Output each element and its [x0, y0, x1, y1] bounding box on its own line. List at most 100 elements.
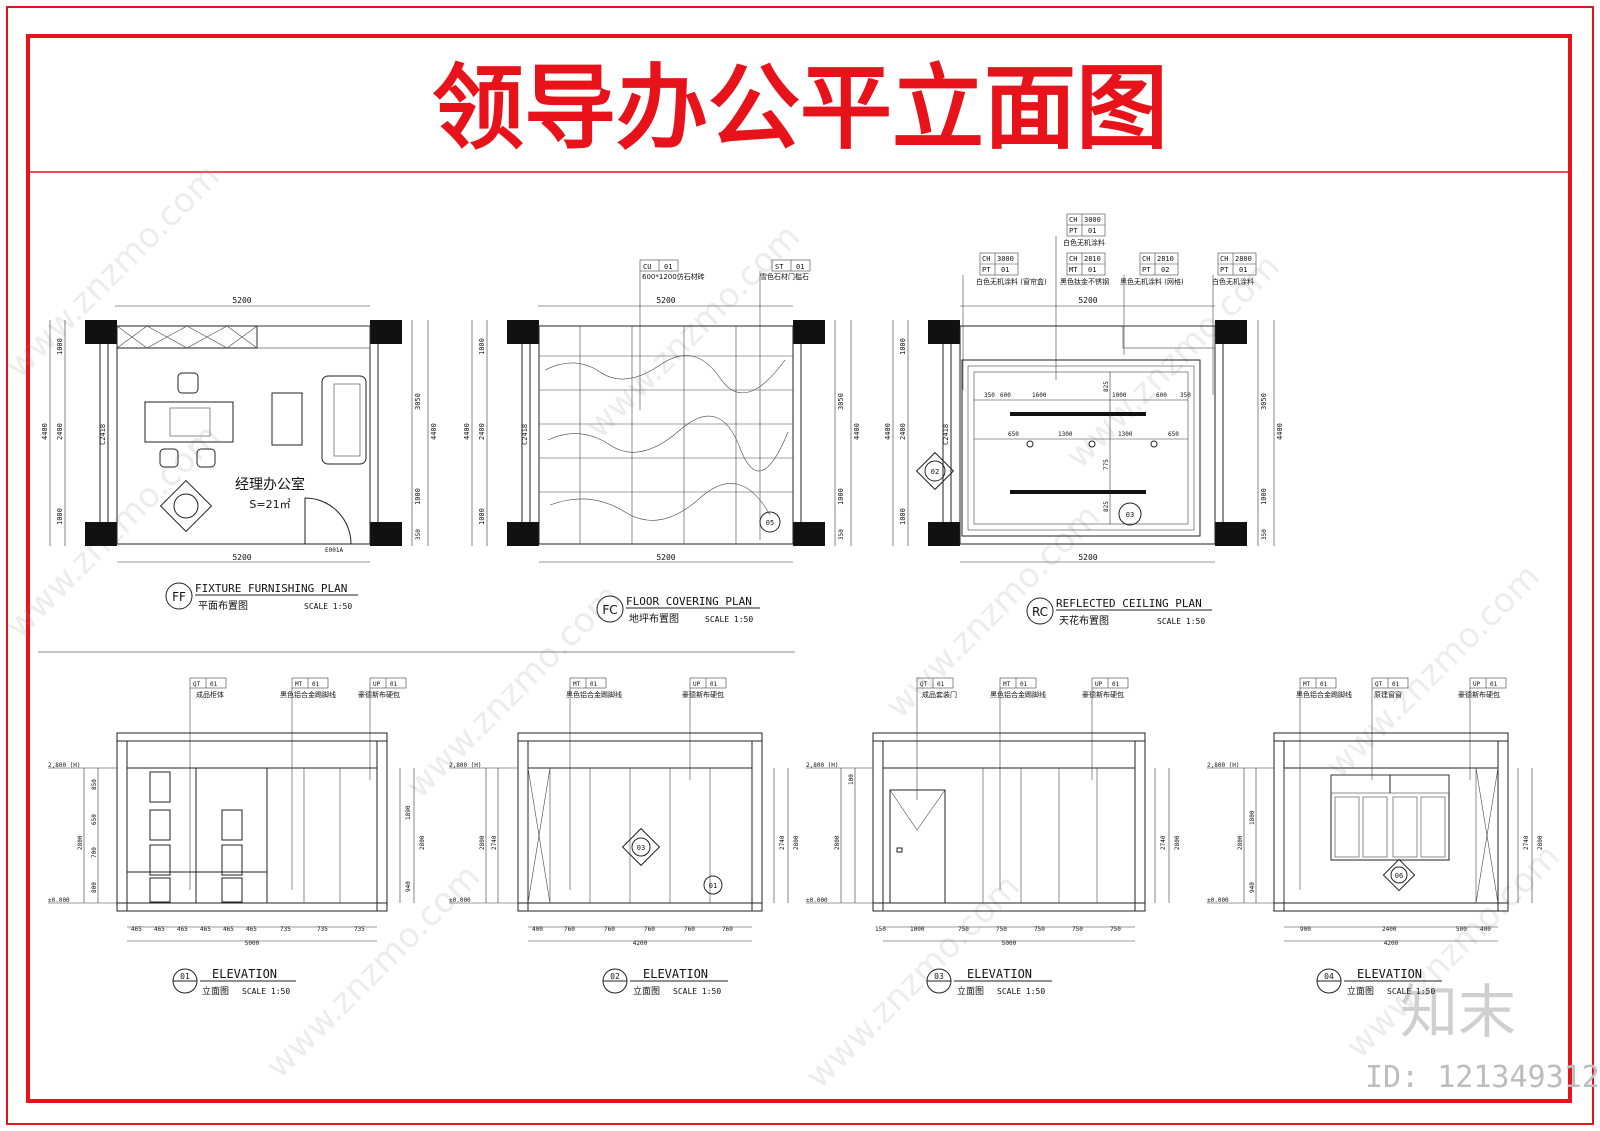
- plan-floor-covering: CU 01 600*1200仿石材砖 ST 01 雪色石材门槛石 5200: [463, 259, 861, 625]
- dim-label: 2800: [479, 835, 486, 850]
- dim-label: 5200: [1078, 553, 1097, 562]
- callout-num: 01: [1112, 681, 1120, 688]
- dim-label: 2800: [1537, 835, 1544, 850]
- ceiling-callout: CH 3000 PT 01 白色无机涂料 (窗帘盒): [962, 252, 1047, 390]
- window-tag: C2418: [99, 424, 107, 445]
- drawing-title-cn: 地坪布置图: [629, 612, 679, 625]
- drawing-title-en: ELEVATION: [967, 967, 1032, 981]
- callout-note: 黑色铝合金踢脚线: [280, 690, 336, 699]
- callout-num: 01: [590, 681, 598, 688]
- dim-label: 1000: [414, 488, 422, 505]
- window-tag: C2418: [942, 424, 950, 445]
- drawing-title-en: ELEVATION: [212, 967, 277, 981]
- label-text: 01: [1088, 266, 1096, 274]
- index-marker: 03: [1126, 511, 1134, 519]
- index-marker: 02: [931, 468, 939, 476]
- dim-label: 4400: [1276, 423, 1284, 440]
- dim-label: 100: [848, 774, 855, 785]
- dim-label: 2800: [1174, 835, 1181, 850]
- label-text: 750: [1110, 926, 1121, 933]
- callout-code: ST: [775, 263, 784, 271]
- dim-label: 3050: [837, 393, 845, 410]
- label-text: 01: [1088, 227, 1096, 235]
- index-marker: 05: [766, 519, 774, 527]
- dim-label: 1000: [56, 338, 64, 355]
- drawing-scale: SCALE 1:50: [304, 602, 352, 611]
- callout-code: QT: [193, 681, 201, 688]
- level-base: ±0.000: [1207, 897, 1229, 904]
- dim-label: 2400: [478, 423, 486, 440]
- label-text: PT: [1220, 266, 1229, 274]
- label-text: 2810: [1157, 255, 1174, 263]
- label-text: CH: [982, 255, 990, 263]
- dim-row: 465 465 465 465 465 465 735 735 735: [131, 926, 365, 933]
- label-text: CH: [1069, 216, 1077, 224]
- label-text: 2800: [1235, 255, 1252, 263]
- label-text: 白色无机涂料: [1212, 277, 1254, 286]
- dim-label: 650: [1008, 431, 1019, 438]
- dim-label: 2800: [793, 835, 800, 850]
- callout-num: 01: [312, 681, 320, 688]
- dim-label: 1000: [1112, 392, 1127, 399]
- room-area: S=21㎡: [249, 498, 290, 511]
- inner-frame: [26, 34, 1572, 1103]
- dim-label: 350: [838, 529, 845, 540]
- drawing-scale: SCALE 1:50: [673, 987, 721, 996]
- callout-note: 成品套装门: [922, 690, 957, 699]
- callout-note: 原建窗窗: [1374, 690, 1402, 699]
- drawing-badge: RC: [1032, 605, 1048, 619]
- label-text: 400: [1480, 926, 1491, 933]
- dim-label: 1000: [899, 338, 907, 355]
- level-base: ±0.000: [806, 897, 828, 904]
- dim-label: 5000: [245, 940, 260, 947]
- dim-label: 5200: [656, 296, 675, 305]
- dim-label: 5200: [232, 296, 251, 305]
- label-text: PT: [1069, 227, 1078, 235]
- drawing-badge: FC: [602, 603, 617, 617]
- callout-code: MT: [573, 681, 581, 688]
- dim-label: 2800: [834, 835, 841, 850]
- dim-label: 5200: [232, 553, 251, 562]
- drawing-scale: SCALE 1:50: [705, 615, 753, 624]
- callout-note: 豪德斯布硬包: [1082, 690, 1124, 699]
- dim-label: 2800: [1237, 835, 1244, 850]
- dim-label: 3050: [1260, 393, 1268, 410]
- callout-num: 01: [1490, 681, 1498, 688]
- elevation-02: MT 01 黑色铝合金踢脚线 UP 01 豪德斯布硬包 03 01 2,800 …: [449, 677, 800, 997]
- sheet-title: 领导办公平立面图: [432, 55, 1168, 162]
- label-text: 760: [564, 926, 575, 933]
- callout-code: MT: [1003, 681, 1011, 688]
- callout-code: MT: [1303, 681, 1311, 688]
- dim-label: 4400: [853, 423, 861, 440]
- elevation-04: MT 01 黑色铝合金踢脚线 QT 01 原建窗窗 UP 01 豪德斯布硬包 0…: [1207, 677, 1544, 997]
- drawing-scale: SCALE 1:50: [242, 987, 290, 996]
- label-text: MT: [1069, 266, 1078, 274]
- dim-label: 940: [1249, 882, 1256, 893]
- callout-num: 01: [937, 681, 945, 688]
- dim-label: 2400: [899, 423, 907, 440]
- elevation-03: QT 01 成品套装门 MT 01 黑色铝合金踢脚线 UP 01 豪德斯布硬包 …: [806, 677, 1181, 997]
- drawing-title-cn: 平面布置图: [198, 600, 248, 612]
- brand-logo: 知末: [1400, 978, 1516, 1046]
- label-text: 750: [1034, 926, 1045, 933]
- dim-label: 775: [1103, 459, 1110, 470]
- dim-row: 900 2400 500 400: [1300, 926, 1491, 933]
- dim-label: 5200: [1078, 296, 1097, 305]
- dim-label: 650: [91, 814, 98, 825]
- dim-label: 2740: [779, 835, 786, 850]
- drawing-title-cn: 立面图: [1347, 985, 1374, 997]
- dim-label: 800: [91, 882, 98, 893]
- label-text: 735: [280, 926, 291, 933]
- ceiling-callout: CH 2810 PT 02 黑色无机涂料 (网格): [1120, 252, 1184, 355]
- callout-num: 01: [1320, 681, 1328, 688]
- index-marker: 03: [637, 844, 645, 852]
- dim-label: 2400: [56, 423, 64, 440]
- callout-num: 01: [1392, 681, 1400, 688]
- callout-num: 01: [390, 681, 398, 688]
- callout-note: 成品柜体: [196, 690, 224, 699]
- dim-label: 4200: [633, 940, 648, 947]
- index-marker: 01: [709, 882, 717, 890]
- label-text: 750: [996, 926, 1007, 933]
- dim-label: 825: [1103, 501, 1110, 512]
